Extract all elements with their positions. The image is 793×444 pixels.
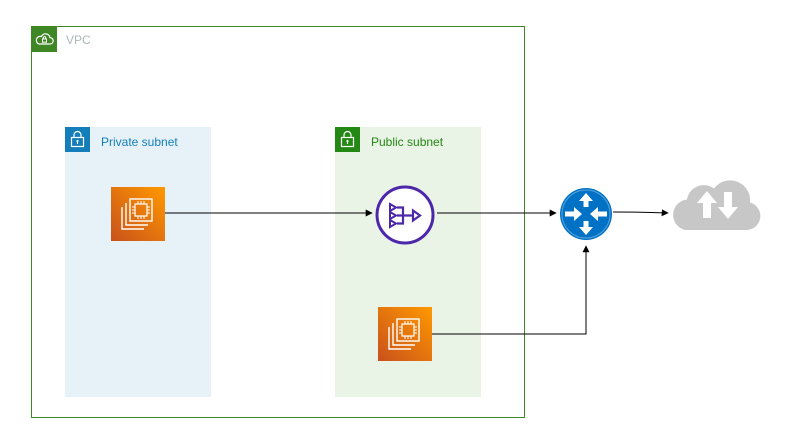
nat-gateway-icon	[375, 185, 435, 245]
cloud-lock-icon	[32, 27, 57, 52]
public-subnet-label: Public subnet	[371, 135, 444, 149]
public-ec2-instance-icon	[378, 307, 432, 361]
vpc-group: VPC	[31, 26, 525, 418]
internet-cloud-icon	[670, 170, 764, 234]
private-ec2-instance-icon	[111, 187, 165, 241]
lock-icon	[335, 127, 360, 152]
private-subnet-label: Private subnet	[101, 135, 178, 149]
connector-router-to-internet	[612, 209, 669, 217]
private-subnet-group: Private subnet	[65, 127, 211, 397]
router-icon	[559, 187, 613, 241]
lock-icon	[65, 127, 90, 152]
connector-public-instance-to-router	[432, 245, 590, 335]
vpc-label: VPC	[66, 33, 91, 47]
